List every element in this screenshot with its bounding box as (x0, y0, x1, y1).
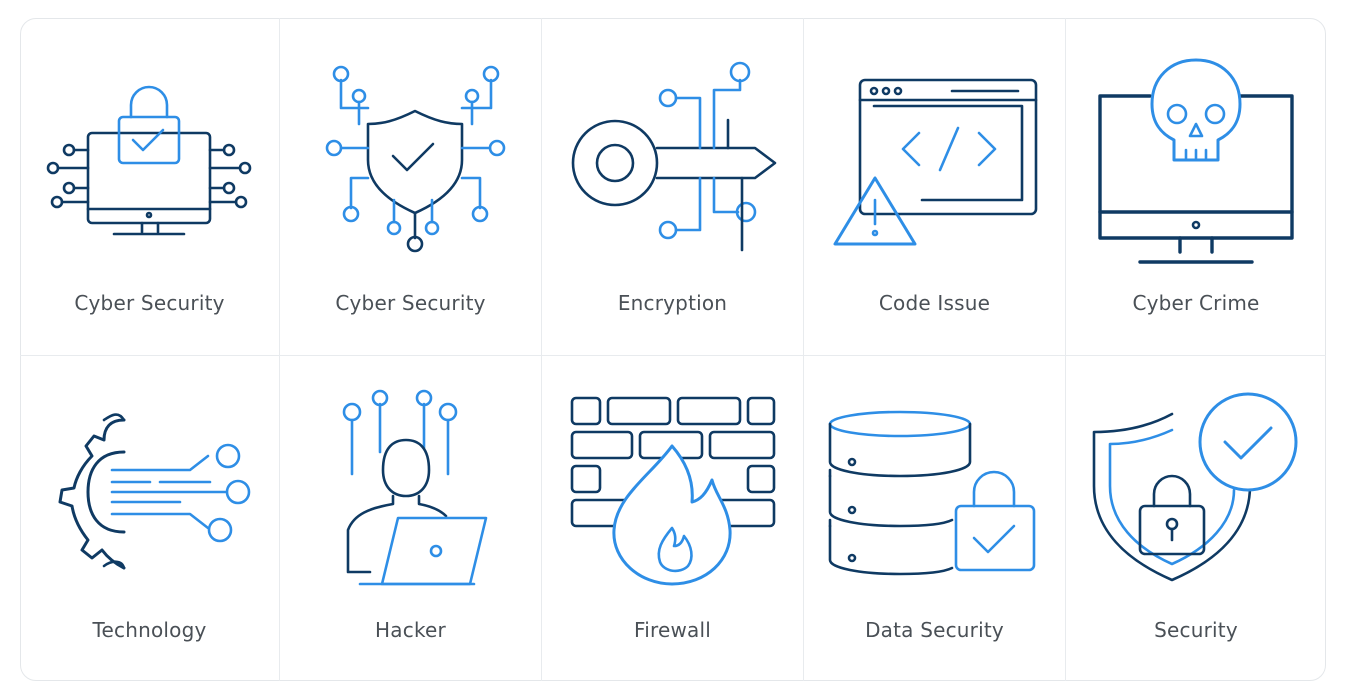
row-divider (20, 355, 1326, 356)
icon-tile-cyber-security-2[interactable]: Cyber Security (280, 18, 541, 355)
key-circuit-icon (542, 18, 803, 258)
brick-wall-fire-icon (542, 356, 803, 586)
icon-tile-cyber-security[interactable]: Cyber Security (20, 18, 279, 355)
icon-tile-technology[interactable]: Technology (20, 356, 279, 681)
icon-label: Code Issue (878, 291, 991, 315)
icon-tile-data-security[interactable]: Data Security (804, 356, 1065, 681)
hacker-laptop-icon (280, 356, 541, 586)
icon-label: Technology (92, 618, 207, 642)
icon-label: Security (1154, 618, 1238, 642)
shield-check-circuit-icon (280, 18, 541, 258)
column-divider (279, 18, 280, 681)
column-divider (803, 18, 804, 681)
icon-label: Hacker (375, 618, 446, 642)
icon-label: Data Security (865, 618, 1004, 642)
database-lock-icon (804, 356, 1065, 586)
icon-label: Cyber Security (74, 291, 225, 315)
icon-label: Cyber Crime (1132, 291, 1260, 315)
icon-label: Cyber Security (335, 291, 486, 315)
column-divider (541, 18, 542, 681)
browser-code-warning-icon (804, 18, 1065, 258)
icon-tile-code-issue[interactable]: Code Issue (804, 18, 1065, 355)
monitor-lock-circuit-icon (20, 18, 279, 258)
icon-tile-cyber-crime[interactable]: Cyber Crime (1066, 18, 1326, 355)
shield-lock-check-icon (1066, 356, 1326, 586)
monitor-skull-icon (1066, 18, 1326, 264)
icon-tile-encryption[interactable]: Encryption (542, 18, 803, 355)
gear-circuit-icon (20, 356, 279, 586)
icon-tile-hacker[interactable]: Hacker (280, 356, 541, 681)
icon-label: Encryption (617, 291, 728, 315)
icon-label: Firewall (633, 618, 712, 642)
icon-tile-security[interactable]: Security (1066, 356, 1326, 681)
icon-tile-firewall[interactable]: Firewall (542, 356, 803, 681)
column-divider (1065, 18, 1066, 681)
